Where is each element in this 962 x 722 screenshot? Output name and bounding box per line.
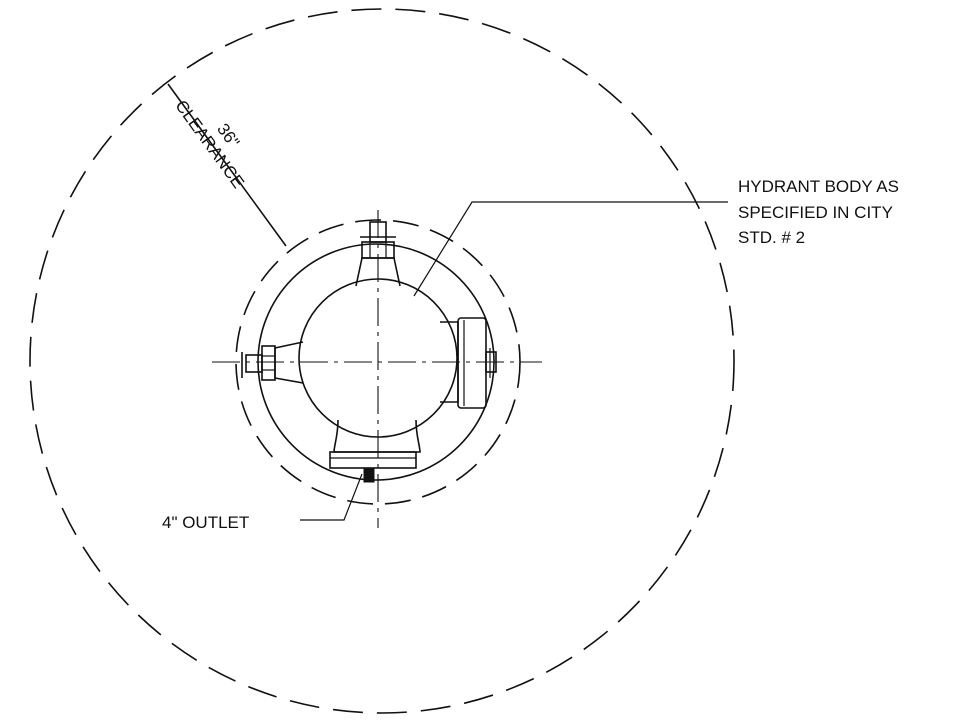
- outlet-leader-line: [300, 473, 363, 521]
- outlet-label: 4" OUTLET: [162, 513, 249, 532]
- clearance-dimension-line: [167, 83, 287, 247]
- clearance-circle: [29, 8, 735, 714]
- left-nozzle: [241, 341, 304, 384]
- outlet-port: [363, 467, 375, 483]
- hydrant-leader-line: [413, 201, 728, 297]
- bottom-base: [329, 419, 421, 483]
- hydrant-note-line-1: HYDRANT BODY AS: [738, 177, 899, 196]
- hydrant-note-line-2: SPECIFIED IN CITY: [738, 203, 893, 222]
- hydrant-note-line-3: STD. # 2: [738, 228, 805, 247]
